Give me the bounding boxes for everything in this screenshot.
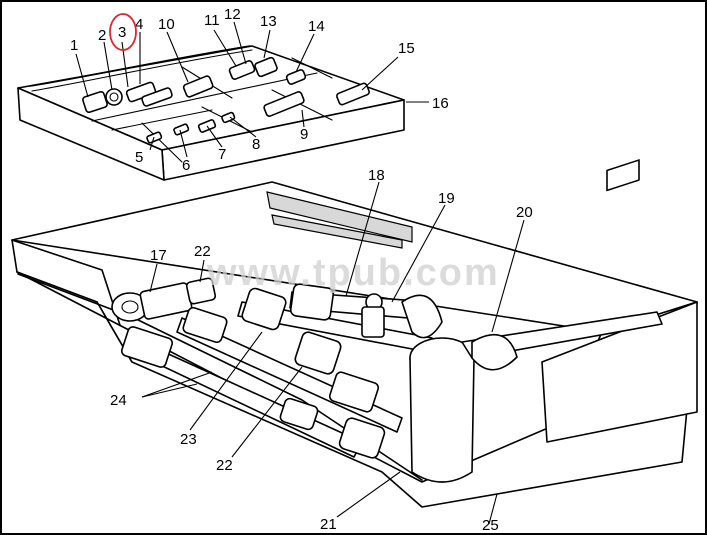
callout-labels: 1 2 3 4 5 6 7 8 9 10 11 12 13 14 15 16 1…: [70, 6, 533, 533]
callout-10: 10: [158, 16, 175, 33]
highlight-circle: [109, 13, 137, 51]
callout-8: 8: [252, 136, 260, 153]
callout-3: 3: [118, 24, 126, 41]
upper-tray: [17, 45, 405, 181]
callout-20: 20: [516, 204, 533, 221]
callout-14: 14: [308, 18, 325, 35]
callout-7: 7: [218, 146, 226, 163]
hose-assemblies: [111, 277, 663, 483]
callout-1: 1: [70, 37, 78, 54]
callout-22-top: 22: [194, 243, 211, 260]
callout-19: 19: [438, 190, 455, 207]
callout-11: 11: [204, 12, 220, 29]
callout-25: 25: [482, 517, 499, 533]
callout-12: 12: [224, 6, 241, 23]
callout-13: 13: [260, 13, 277, 30]
callout-9: 9: [300, 126, 308, 143]
callout-2: 2: [98, 27, 106, 44]
callout-22-bottom: 22: [216, 457, 233, 474]
leader-lines: [75, 21, 525, 525]
callout-4: 4: [135, 16, 143, 33]
callout-18: 18: [368, 167, 385, 184]
watermark: www.tpub.com: [206, 252, 500, 294]
callout-16: 16: [432, 95, 449, 112]
callout-21: 21: [320, 516, 337, 533]
callout-15: 15: [398, 40, 415, 57]
callout-5: 5: [135, 149, 143, 166]
callout-23: 23: [180, 431, 197, 448]
lower-drawer: [11, 159, 698, 508]
callout-6: 6: [182, 157, 190, 174]
callout-24: 24: [110, 392, 127, 409]
callout-17: 17: [150, 247, 167, 264]
